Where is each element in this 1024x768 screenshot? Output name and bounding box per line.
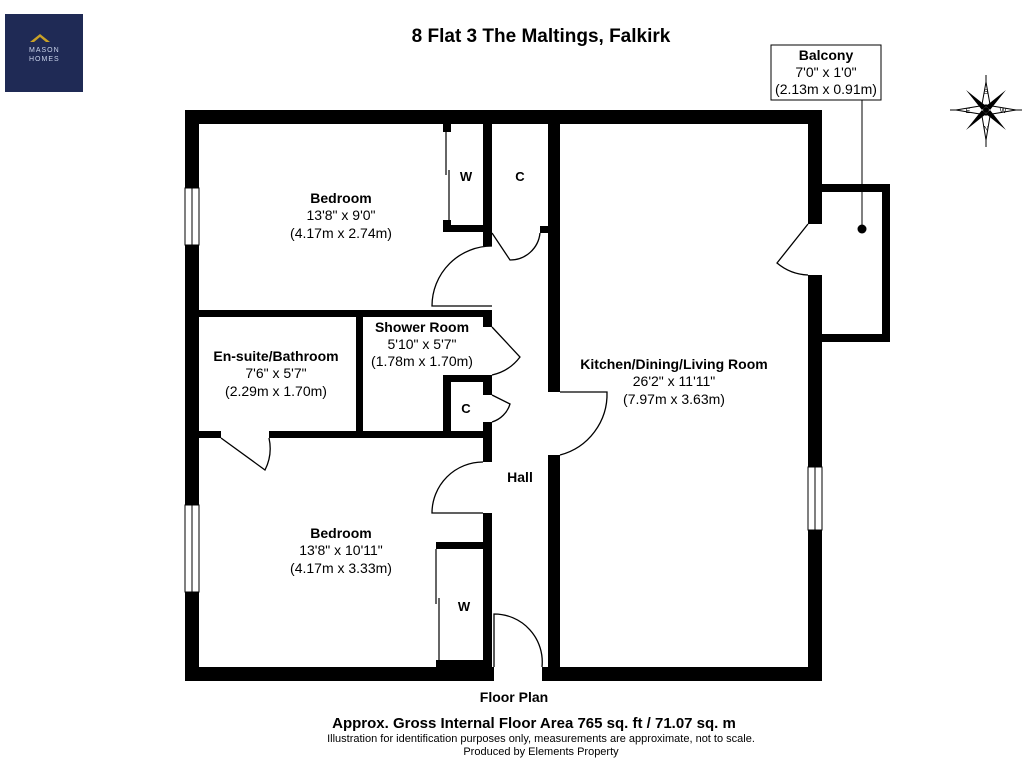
- ensuite-door: [220, 437, 271, 471]
- bedroom1-metric: (4.17m x 2.74m): [290, 225, 392, 241]
- cupboard2-door: [491, 394, 511, 423]
- logo-text-2: HOMES: [29, 56, 60, 63]
- kitchen-door: [559, 391, 608, 456]
- shower-door: [491, 326, 521, 376]
- interior-walls: [199, 124, 560, 681]
- wardrobe2-label: W: [458, 599, 471, 614]
- bedroom2-metric: (4.17m x 3.33m): [290, 560, 392, 576]
- kitchen-imperial: 26'2" x 11'11": [633, 373, 716, 389]
- balcony-imperial: 7'0" x 1'0": [795, 64, 856, 80]
- balcony-label: Balcony 7'0" x 1'0" (2.13m x 0.91m): [770, 44, 882, 234]
- balcony-metric: (2.13m x 0.91m): [775, 81, 877, 97]
- compass-e-label: E: [966, 108, 971, 115]
- hall-name: Hall: [507, 469, 533, 485]
- bedroom2-name: Bedroom: [310, 525, 371, 541]
- room-bedroom2: Bedroom 13'8" x 10'11" (4.17m x 3.33m): [290, 525, 392, 576]
- balcony-name: Balcony: [799, 47, 854, 63]
- ensuite-imperial: 7'6" x 5'7": [245, 365, 306, 381]
- logo-text-1: MASON: [29, 47, 60, 54]
- outer-walls: [185, 110, 822, 681]
- compass-icon: S N E W: [950, 75, 1022, 147]
- kitchen-metric: (7.97m x 3.63m): [623, 391, 725, 407]
- bedroom1-name: Bedroom: [310, 190, 371, 206]
- entrance-door: [493, 613, 543, 668]
- door-swings: [220, 223, 809, 668]
- cupboard1-door: [491, 232, 541, 261]
- page-title: 8 Flat 3 The Maltings, Falkirk: [412, 26, 671, 47]
- bedroom1-door: [431, 245, 493, 307]
- bedroom1-imperial: 13'8" x 9'0": [307, 207, 376, 223]
- windows: [184, 187, 823, 593]
- compass-w-label: W: [1000, 108, 1007, 115]
- kitchen-name: Kitchen/Dining/Living Room: [580, 356, 767, 372]
- wardrobe1-label: W: [460, 169, 473, 184]
- room-kitchen: Kitchen/Dining/Living Room 26'2" x 11'11…: [580, 356, 767, 407]
- bedroom2-door: [431, 461, 484, 514]
- shower-name: Shower Room: [375, 319, 469, 335]
- ensuite-name: En-suite/Bathroom: [213, 348, 338, 364]
- producer-credit: Produced by Elements Property: [463, 746, 619, 758]
- balcony-marker: [857, 224, 867, 234]
- compass-n-label: N: [983, 126, 988, 133]
- cupboard1-label: C: [515, 169, 525, 184]
- wardrobe-doors: [435, 132, 450, 660]
- room-bedroom1: Bedroom 13'8" x 9'0" (4.17m x 2.74m): [290, 190, 392, 241]
- shower-metric: (1.78m x 1.70m): [371, 353, 473, 369]
- bedroom2-imperial: 13'8" x 10'11": [299, 542, 383, 558]
- room-shower: Shower Room 5'10" x 5'7" (1.78m x 1.70m): [371, 319, 473, 369]
- cupboard2-label: C: [461, 401, 471, 416]
- room-ensuite: En-suite/Bathroom 7'6" x 5'7" (2.29m x 1…: [213, 348, 338, 399]
- ensuite-metric: (2.29m x 1.70m): [225, 383, 327, 399]
- balcony-walls: [808, 184, 890, 342]
- logo-background: [5, 14, 83, 92]
- shower-imperial: 5'10" x 5'7": [388, 336, 457, 352]
- floor-plan-label: Floor Plan: [480, 689, 548, 705]
- disclaimer: Illustration for identification purposes…: [327, 733, 755, 745]
- logo: MASON HOMES: [5, 14, 83, 92]
- balcony-door: [776, 223, 809, 276]
- house-roof-icon: [30, 34, 50, 42]
- compass-s-label: S: [984, 89, 989, 96]
- floor-area: Approx. Gross Internal Floor Area 765 sq…: [332, 715, 736, 732]
